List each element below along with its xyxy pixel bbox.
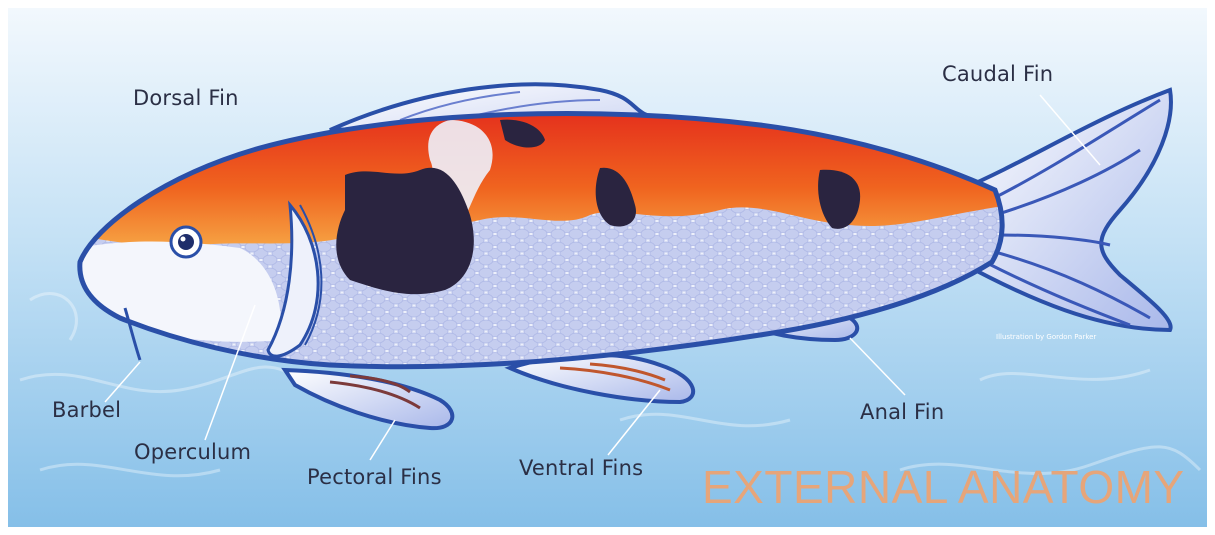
label-pectoral-fins: Pectoral Fins [307,465,442,489]
label-anal-fin: Anal Fin [860,400,944,424]
diagram-title: EXTERNAL ANATOMY [702,460,1185,514]
label-dorsal-fin: Dorsal Fin [133,86,239,110]
label-ventral-fins: Ventral Fins [519,456,643,480]
pupil [178,234,194,250]
black-patch-1 [336,168,474,294]
eye-highlight [181,237,186,242]
illustration-credit: Illustration by Gordon Parker [996,333,1096,341]
label-operculum: Operculum [134,440,251,464]
label-barbel: Barbel [52,398,121,422]
label-caudal-fin: Caudal Fin [942,62,1053,86]
